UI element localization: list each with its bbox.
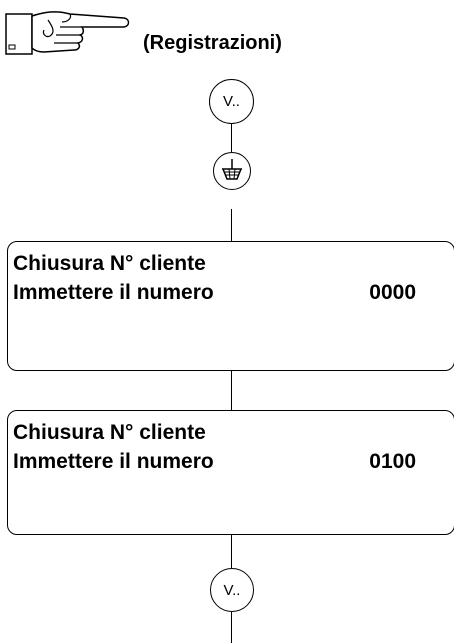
tare-key[interactable]	[213, 152, 251, 190]
screen-line1: Chiusura N° cliente	[13, 252, 206, 275]
connector-line	[231, 209, 232, 242]
display-screen-2: Chiusura N° cliente Immettere il numero …	[7, 410, 454, 535]
screen-value: 0000	[369, 281, 416, 304]
screen-line2: Immettere il numero	[13, 450, 214, 473]
connector-line	[231, 535, 232, 568]
connector-line	[231, 124, 232, 152]
v-key-top[interactable]: V..	[209, 79, 254, 124]
tare-key-icon	[222, 159, 242, 180]
v-key-bottom-label: V..	[223, 581, 241, 599]
screen-line1: Chiusura N° cliente	[13, 421, 206, 444]
screen-line2: Immettere il numero	[13, 281, 214, 304]
screen-value: 0100	[369, 450, 416, 473]
connector-line	[231, 612, 232, 643]
v-key-bottom[interactable]: V..	[210, 568, 254, 612]
pointing-hand-icon	[4, 6, 132, 58]
page-title: (Registrazioni)	[143, 32, 282, 54]
v-key-top-label: V..	[223, 93, 240, 110]
display-screen-1: Chiusura N° cliente Immettere il numero …	[7, 241, 454, 371]
connector-line	[231, 371, 232, 410]
